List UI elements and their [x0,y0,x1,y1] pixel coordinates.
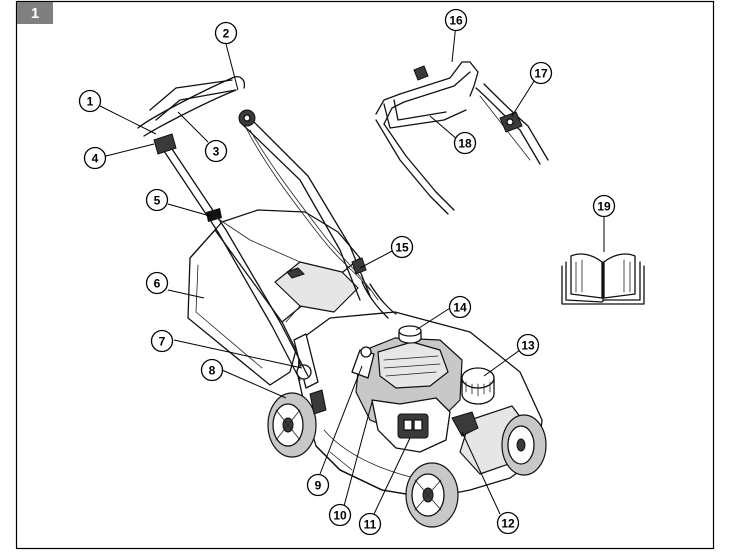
callout-label: 15 [395,241,409,255]
handle-detail-inset [375,61,549,215]
leader-lines [99,23,605,515]
callout-label: 17 [534,67,548,81]
callout-15: 15 [390,235,414,259]
callout-label: 8 [209,364,216,378]
callout-10: 10 [328,503,352,527]
callout-5: 5 [145,188,169,212]
callout-9: 9 [306,473,330,497]
callout-label: 14 [453,301,467,315]
rear-left-wheel [267,392,317,458]
engine [351,325,495,453]
callout-label: 12 [501,517,515,531]
callout-1: 1 [78,89,102,113]
callout-13: 13 [516,333,540,357]
callout-7: 7 [150,329,174,353]
callout-label: 4 [92,152,99,166]
callout-label: 5 [154,194,161,208]
callout-label: 18 [458,137,472,151]
figure-number: 1 [31,5,39,22]
callout-label: 16 [449,14,463,28]
handle-frame [137,76,397,381]
height-adjuster [293,333,327,415]
callout-14: 14 [448,295,472,319]
callout-8: 8 [200,358,224,382]
callout-label: 3 [213,145,220,159]
front-left-wheel [405,462,459,528]
callout-2: 2 [214,21,238,45]
callout-label: 11 [364,518,377,532]
callout-label: 6 [154,277,161,291]
figure-number-tab: 1 [17,2,53,24]
callout-3: 3 [204,139,228,163]
callout-label: 19 [597,200,611,214]
lawn-mower-illustration [137,76,547,528]
callout-label: 1 [87,95,94,109]
callout-17: 17 [529,61,553,85]
callout-label: 2 [223,27,230,41]
front-right-wheel [501,414,547,476]
callout-12: 12 [496,511,520,535]
figure-frame [15,0,715,550]
callout-label: 10 [333,509,347,523]
callout-label: 13 [521,339,535,353]
callout-18: 18 [453,131,477,155]
callout-6: 6 [145,271,169,295]
callout-label: 9 [315,479,322,493]
callout-4: 4 [83,146,107,170]
callout-16: 16 [444,8,468,32]
callout-19: 19 [592,194,616,218]
callout-label: 7 [159,335,166,349]
callout-11: 11 [358,512,382,536]
open-book-icon [561,253,645,305]
